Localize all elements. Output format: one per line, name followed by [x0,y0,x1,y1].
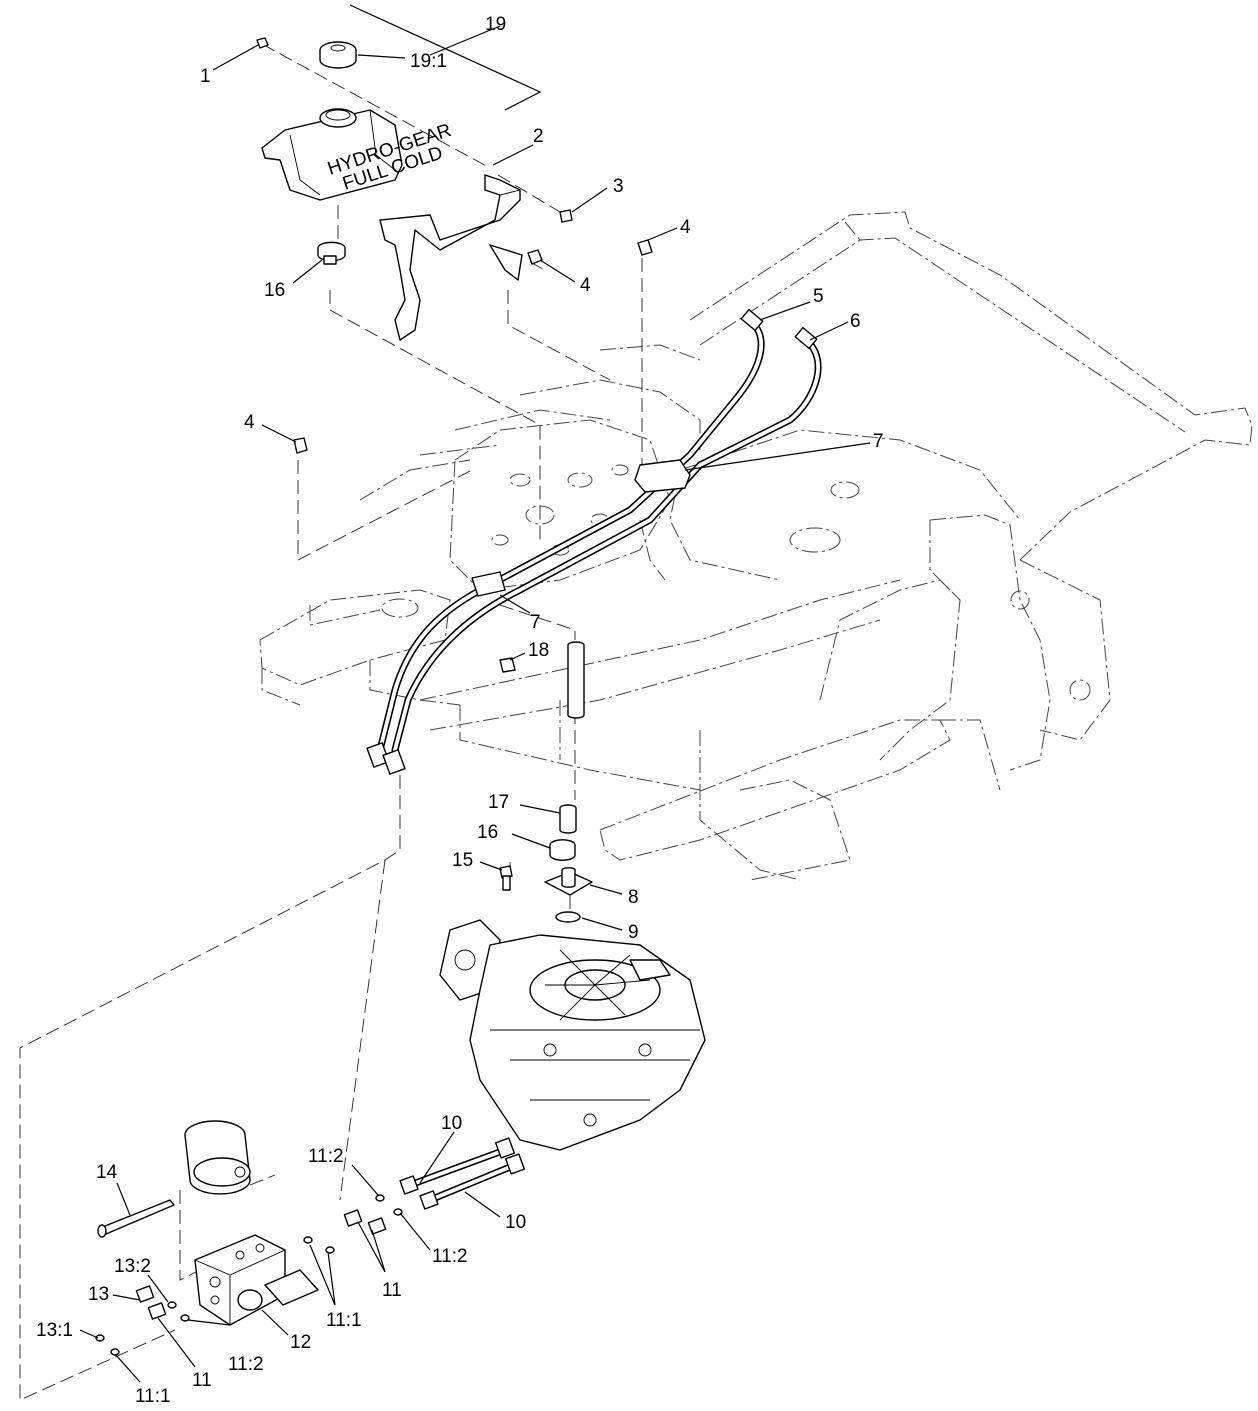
callout-4a: 4 [680,217,691,238]
oil-filter [184,1120,251,1195]
callout-3: 3 [613,176,624,197]
callout-11-2c: 11:2 [228,1354,264,1375]
callout-14: 14 [96,1162,118,1183]
callout-11a: 11 [382,1280,402,1301]
callout-13-2: 13:2 [114,1256,151,1277]
hydrostatic-transmission [439,919,706,1151]
callout-7a: 7 [873,431,884,452]
callout-11-2b: 11:2 [432,1246,468,1267]
callout-9: 9 [628,922,639,943]
callout-11b: 11 [192,1370,212,1391]
fasteners [256,37,653,891]
pump-hoses [399,1137,526,1210]
callout-2: 2 [533,126,544,147]
callout-1: 1 [200,66,211,87]
callout-11-2a: 11:2 [308,1146,344,1167]
callout-12: 12 [290,1332,311,1353]
callout-11-1b: 11:1 [135,1386,171,1407]
callout-4b: 4 [580,275,591,296]
callout-4c: 4 [244,412,255,433]
callout-7b: 7 [530,612,541,633]
callout-16b: 16 [477,822,498,843]
callout-13-1: 13:1 [36,1320,73,1341]
hydraulic-reservoir-tank: HYDRO-GEAR FULL COLD [261,41,454,265]
callout-19: 19 [485,14,506,35]
callout-11-1a: 11:1 [326,1310,362,1331]
callout-8: 8 [628,887,639,908]
callout-5: 5 [813,286,824,307]
callout-15: 15 [452,850,473,871]
callout-labels: 19 19:1 1 2 3 4 4 16 5 6 4 7 7 18 17 16 … [36,14,884,1407]
callout-19-1: 19:1 [410,51,447,72]
callout-10a: 10 [441,1113,462,1134]
callout-16a: 16 [264,280,285,301]
valve-block [97,1199,319,1326]
assembly-lead-lines [19,43,643,1401]
callout-6: 6 [850,311,861,332]
phantom-frame [259,211,1253,881]
callout-13: 13 [88,1284,109,1305]
fittings-and-orings [95,1194,403,1356]
tank-bracket [379,174,523,341]
hydraulic-hoses [366,308,822,775]
filter-fitting-stack [544,641,593,923]
callout-17: 17 [488,792,509,813]
callout-10b: 10 [505,1212,526,1233]
callout-18: 18 [528,640,549,661]
leader-lines [79,4,871,1383]
